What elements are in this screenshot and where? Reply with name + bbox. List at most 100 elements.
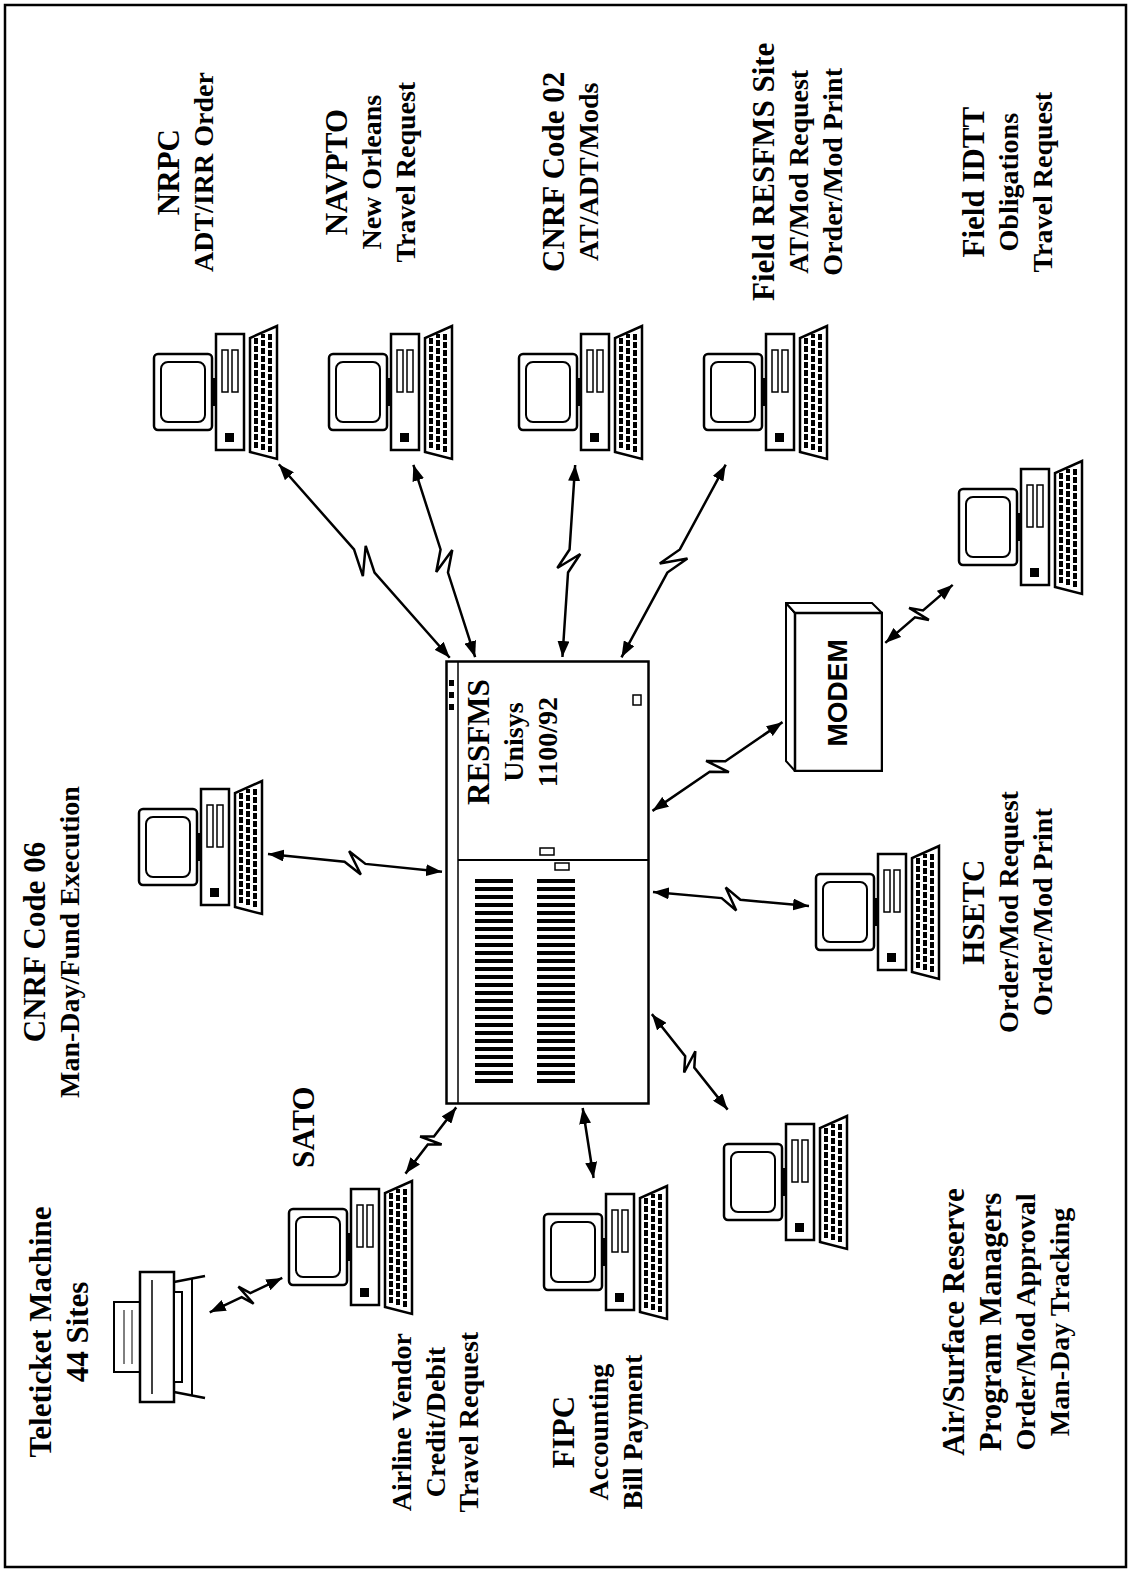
drive-bay <box>537 879 575 883</box>
node-heading: SATO <box>285 1086 322 1168</box>
drive-bay <box>475 975 513 979</box>
node-label: MODEM <box>821 639 855 746</box>
monitor-case <box>519 354 577 430</box>
label-group: MODEM <box>821 639 855 746</box>
monitor-screen <box>336 362 380 422</box>
drive-bay <box>475 911 513 915</box>
drive-bay <box>537 887 575 891</box>
drive-bay <box>475 1047 513 1051</box>
monitor-case <box>544 1214 602 1290</box>
drive-bay <box>537 1079 575 1083</box>
keyboard-keys <box>838 1122 842 1242</box>
drive-slot <box>597 350 603 392</box>
printer-tray <box>174 1292 182 1382</box>
drive-slot <box>407 350 413 392</box>
node-label: Airline Vendor <box>385 1333 419 1511</box>
drive-slot <box>884 870 890 912</box>
computer-terminal: CNRF Code 02AT/ADT/Mods <box>515 72 645 462</box>
node-label: Order/Mod Print <box>1026 808 1060 1016</box>
drive-bay <box>475 967 513 971</box>
stand-leg <box>174 1392 205 1398</box>
stand-leg <box>174 1276 205 1282</box>
power-button <box>210 888 219 897</box>
monitor-screen <box>146 817 190 877</box>
data-link <box>653 887 809 910</box>
keyboard <box>615 326 642 459</box>
label-group: NRPCADT/IRR Order <box>150 72 221 272</box>
drive-bay <box>537 999 575 1003</box>
keyboard <box>912 846 939 979</box>
data-link <box>268 851 442 874</box>
computer-terminal: HSETCOrder/Mod RequestOrder/Mod Print <box>812 791 1059 1033</box>
node-heading: NRPC <box>150 129 187 215</box>
drive-slot <box>772 350 778 392</box>
monitor-case <box>154 354 212 430</box>
label-group: FIPCAccountingBill Payment <box>545 1355 649 1510</box>
computer-icon <box>720 1112 850 1252</box>
keyboard-keys <box>633 332 637 452</box>
drive-bay <box>537 1039 575 1043</box>
system-unit <box>351 1189 379 1305</box>
cabinet-handle <box>540 848 554 855</box>
label-group: CNRF Code 06Man-Day/Fund Execution <box>16 786 87 1098</box>
drive-bay <box>537 943 575 947</box>
drive-bay <box>475 1007 513 1011</box>
modem-front-face <box>795 613 882 771</box>
computer-terminal: NRPCADT/IRR Order <box>150 72 280 462</box>
keyboard <box>640 1186 667 1319</box>
keyboard-keys <box>831 1124 835 1240</box>
drive-bay <box>537 895 575 899</box>
cabinet-panel-line <box>458 859 649 861</box>
drive-bay <box>475 983 513 987</box>
node-label: Travel Request <box>389 82 423 263</box>
keyboard-keys <box>818 332 822 452</box>
computer-terminal: CNRF Code 06Man-Day/Fund Execution <box>16 777 265 1098</box>
label-group: HSETCOrder/Mod RequestOrder/Mod Print <box>955 791 1059 1033</box>
system-unit <box>391 334 419 450</box>
keyboard-keys <box>261 334 265 450</box>
power-button <box>225 433 234 442</box>
keyboard-keys <box>1059 471 1063 583</box>
label-group: Airline VendorCredit/DebitTravel Request <box>385 1332 486 1513</box>
power-button <box>615 1293 624 1302</box>
keyboard <box>250 326 277 459</box>
keyboard-keys <box>396 1189 400 1305</box>
drive-bay <box>475 1015 513 1019</box>
printer-terminal: Teleticket Machine44 Sites <box>22 1207 207 1458</box>
drive-bay <box>475 1031 513 1035</box>
keyboard-keys <box>916 856 920 968</box>
drive-slot <box>802 1140 808 1182</box>
computer-terminal: Field IDTTObligationsTravel Request <box>955 92 1085 598</box>
node-label: AT/Mod Request <box>782 70 816 274</box>
node-label: AT/ADT/Mods <box>572 83 606 261</box>
data-link <box>652 1014 728 1110</box>
monitor-case <box>289 1209 347 1285</box>
computer-icon <box>135 777 265 917</box>
drive-slot <box>587 350 593 392</box>
computer-icon <box>700 322 830 462</box>
keyboard <box>385 1181 412 1314</box>
computer-drawing <box>812 842 942 982</box>
node-label: Travel Request <box>1026 92 1060 273</box>
keyboard-keys <box>923 854 927 970</box>
drive-bay <box>475 919 513 923</box>
drive-slot <box>612 1210 618 1252</box>
keyboard-keys <box>930 852 934 972</box>
data-link <box>557 465 580 657</box>
system-unit <box>606 1194 634 1310</box>
drive-slot <box>894 870 900 912</box>
drive-bay <box>537 967 575 971</box>
indicator-light <box>449 680 454 686</box>
drive-slot <box>232 350 238 392</box>
drive-slot <box>782 350 788 392</box>
system-unit <box>201 789 229 905</box>
keyboard-keys <box>443 332 447 452</box>
drive-bay <box>537 1015 575 1019</box>
node-heading: CNRF Code 02 <box>535 72 572 272</box>
monitor-screen <box>551 1222 595 1282</box>
drive-bay <box>475 943 513 947</box>
monitor-case <box>139 809 197 885</box>
power-button <box>590 433 599 442</box>
monitor-screen <box>296 1217 340 1277</box>
